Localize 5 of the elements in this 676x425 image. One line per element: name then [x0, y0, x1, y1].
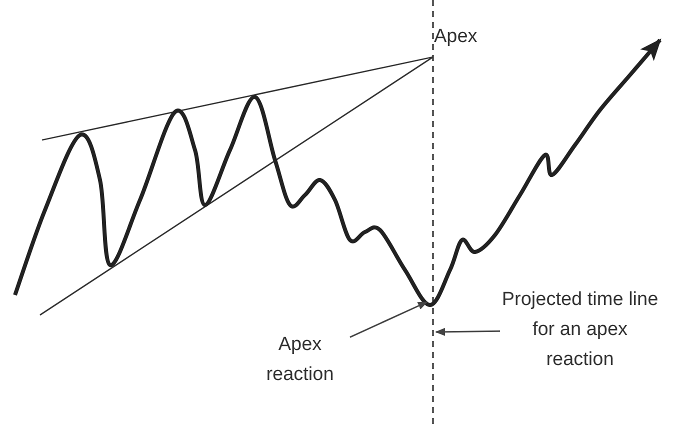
leader-line [435, 328, 500, 336]
leader-line [350, 301, 428, 338]
point-label: Apex [434, 25, 478, 49]
callout-text: Projected time line for an apex reaction [500, 285, 660, 375]
callout-text: Apex reaction [250, 330, 350, 390]
